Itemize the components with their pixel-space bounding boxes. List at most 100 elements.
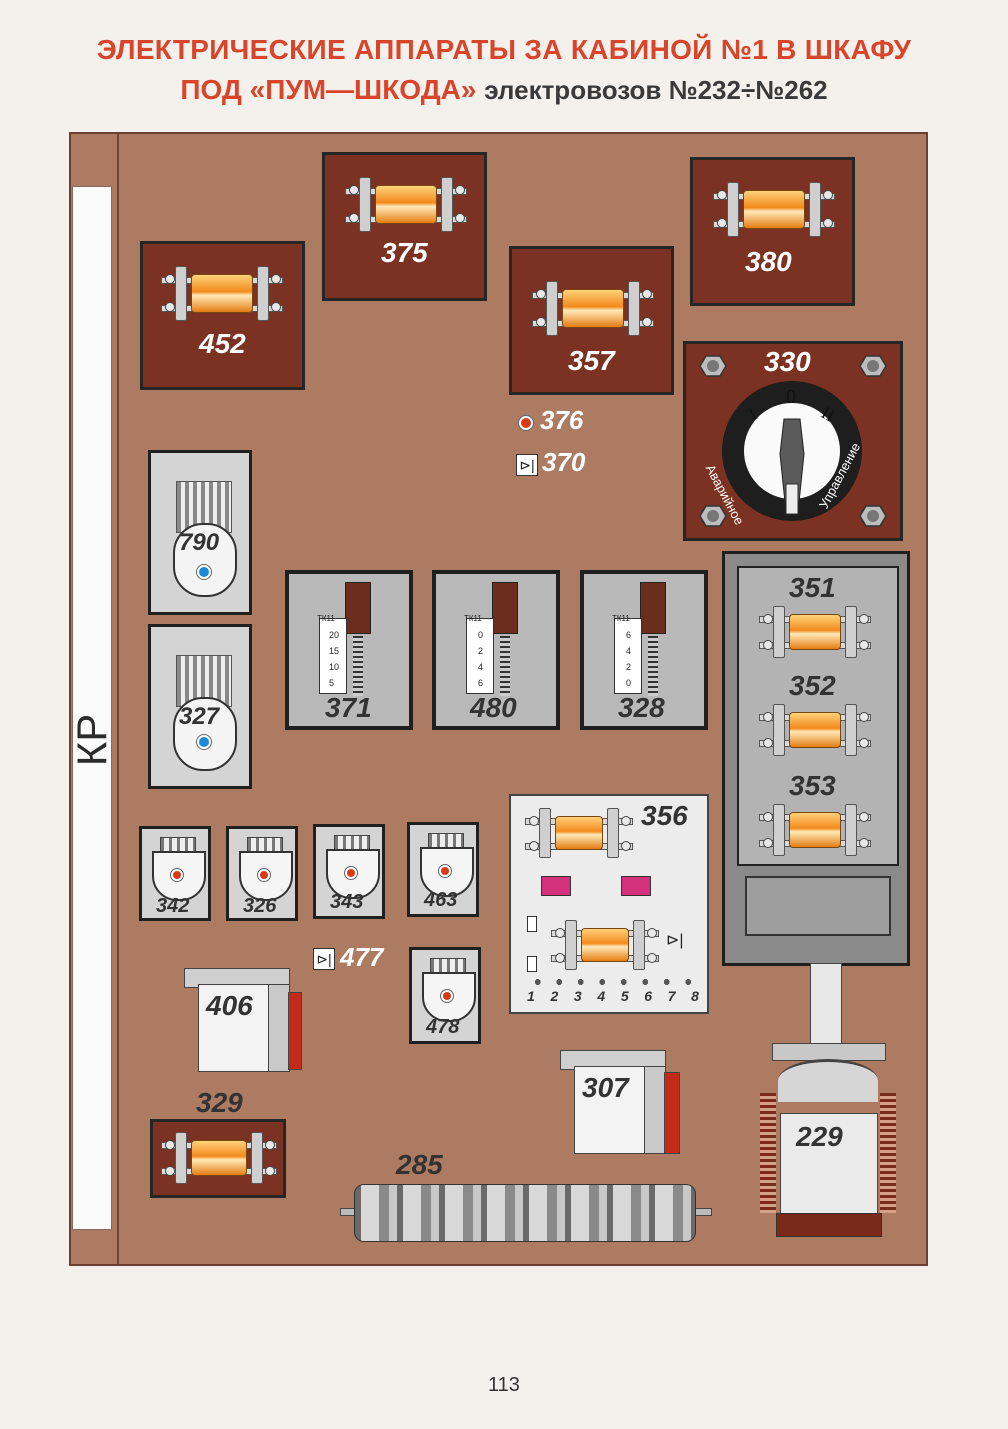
relay-380-label: 380 <box>745 246 792 277</box>
relay-371-scale <box>319 618 347 694</box>
relay-371-tk: ТК11 <box>317 614 335 623</box>
panel-356-terminals <box>527 978 697 986</box>
rheostat-229[interactable]: 229 <box>758 963 898 1237</box>
rheostat-229-coil-left <box>760 1093 776 1213</box>
fuse-326[interactable]: 326 <box>226 826 298 921</box>
fuse-342[interactable]: 342 <box>139 826 211 921</box>
relay-352-coil[interactable] <box>759 704 871 756</box>
coil-stud <box>529 840 539 851</box>
coil-stud <box>165 301 175 312</box>
relay-329[interactable] <box>150 1119 286 1198</box>
relay-357[interactable]: 357 <box>509 246 674 395</box>
coil-cap-right <box>441 177 453 232</box>
coil-cap-left <box>175 1132 187 1184</box>
relay-328-scale <box>614 618 642 694</box>
relay-380[interactable]: 380 <box>690 157 855 306</box>
relay-371-spring <box>353 636 363 696</box>
coil-stud <box>536 316 546 327</box>
panel-356-resistor-1 <box>527 916 537 932</box>
coil-stud <box>555 927 565 938</box>
fuse-478[interactable]: 478 <box>409 947 481 1044</box>
coil-stud <box>859 737 869 748</box>
panel-356[interactable]: 356 ⊳| 1 2 3 4 5 6 7 8 <box>509 794 709 1014</box>
relay-328-tick: 6 <box>626 630 632 640</box>
coil-stud <box>717 190 727 201</box>
relay-357-label: 357 <box>568 345 615 376</box>
coil-cap-left <box>773 704 785 756</box>
terminal-number: 4 <box>597 988 606 1004</box>
coil-winding <box>375 185 437 224</box>
title-sub: электровозов №232÷№262 <box>484 75 828 105</box>
fuse-463[interactable]: 463 <box>407 822 479 917</box>
coil-stud <box>455 185 465 196</box>
fuse-327-dot <box>197 735 211 749</box>
fuse-790-label: 790 <box>179 529 220 556</box>
coil-stud <box>165 274 175 285</box>
relay-375[interactable]: 375 <box>322 152 487 301</box>
fuse-478-label: 478 <box>426 1016 460 1038</box>
coil-stud <box>265 1165 275 1176</box>
coil-stud <box>536 289 546 300</box>
relay-371-label: 371 <box>325 692 372 723</box>
relay-480-label: 480 <box>470 692 517 723</box>
fuse-343-label: 343 <box>330 891 364 913</box>
fuse-463-label: 463 <box>424 889 458 911</box>
coil-stud <box>642 289 652 300</box>
relay-371-tick: 20 <box>329 630 340 640</box>
transformer-406[interactable]: 406 <box>180 962 305 1072</box>
relay-371[interactable]: ТК11 20 15 10 5 371 <box>285 570 413 730</box>
diode-477-label: 477 <box>340 942 384 972</box>
relay-480-tick: 0 <box>478 630 484 640</box>
relay-371-armature <box>345 582 371 634</box>
coil-cap-left <box>546 281 558 336</box>
coil-cap-right <box>628 281 640 336</box>
relay-328-armature <box>640 582 666 634</box>
coil-stud <box>647 927 657 938</box>
coil-stud <box>621 840 631 851</box>
relay-328-spring <box>648 636 658 696</box>
resistor-285[interactable] <box>340 1184 712 1242</box>
rheostat-229-mast <box>810 963 842 1045</box>
fuse-327[interactable]: 327 <box>148 624 252 789</box>
relay-351-coil[interactable] <box>759 606 871 658</box>
coil-winding <box>789 812 841 848</box>
coil-stud <box>165 1165 175 1176</box>
coil-stud <box>717 217 727 228</box>
relay-452[interactable]: 452 <box>140 241 305 390</box>
coil-stud <box>859 837 869 848</box>
fuse-790-dot <box>197 565 211 579</box>
fuse-342-label: 342 <box>156 895 190 917</box>
coil-cap-right <box>607 808 619 858</box>
coil-cap-left <box>727 182 739 237</box>
rheostat-229-arc <box>778 1059 878 1102</box>
relay-328-tick: 4 <box>626 646 632 656</box>
switch-330[interactable]: 330 0 I II Аварийное Управление <box>683 341 903 541</box>
coil-stud <box>763 613 773 624</box>
coil-stud <box>271 274 281 285</box>
terminal-number: 7 <box>667 988 676 1004</box>
coil-stud <box>647 952 657 963</box>
diode-370-label: 370 <box>542 447 586 477</box>
coil-stud <box>763 811 773 822</box>
relay-480[interactable]: ТК11 0 2 4 6 480 <box>432 570 560 730</box>
relay-353-coil[interactable] <box>759 804 871 856</box>
transformer-307-label: 307 <box>582 1072 629 1103</box>
fuse-343[interactable]: 343 <box>313 824 385 919</box>
transformer-406-side <box>268 984 290 1072</box>
coil-cap-right <box>633 920 645 970</box>
fuse-790[interactable]: 790 <box>148 450 252 615</box>
diode-370-icon: ⊳| <box>516 454 538 476</box>
rheostat-229-coil-right <box>880 1093 896 1213</box>
switch-330-label: 330 <box>764 346 811 377</box>
relay-328[interactable]: ТК11 6 4 2 0 328 <box>580 570 708 730</box>
fuse-342-dot <box>171 869 183 881</box>
relay-371-tick: 15 <box>329 646 340 656</box>
relay-452-coil <box>161 266 283 321</box>
switch-330-graphic <box>699 355 887 527</box>
transformer-307[interactable]: 307 <box>560 1046 688 1156</box>
title-main: ПОД «ПУМ—ШКОДА» <box>180 74 477 105</box>
coil-stud <box>265 1139 275 1150</box>
coil-stud <box>859 639 869 650</box>
kr-strip <box>72 186 112 1230</box>
switch-330-pos0: 0 <box>786 386 796 408</box>
